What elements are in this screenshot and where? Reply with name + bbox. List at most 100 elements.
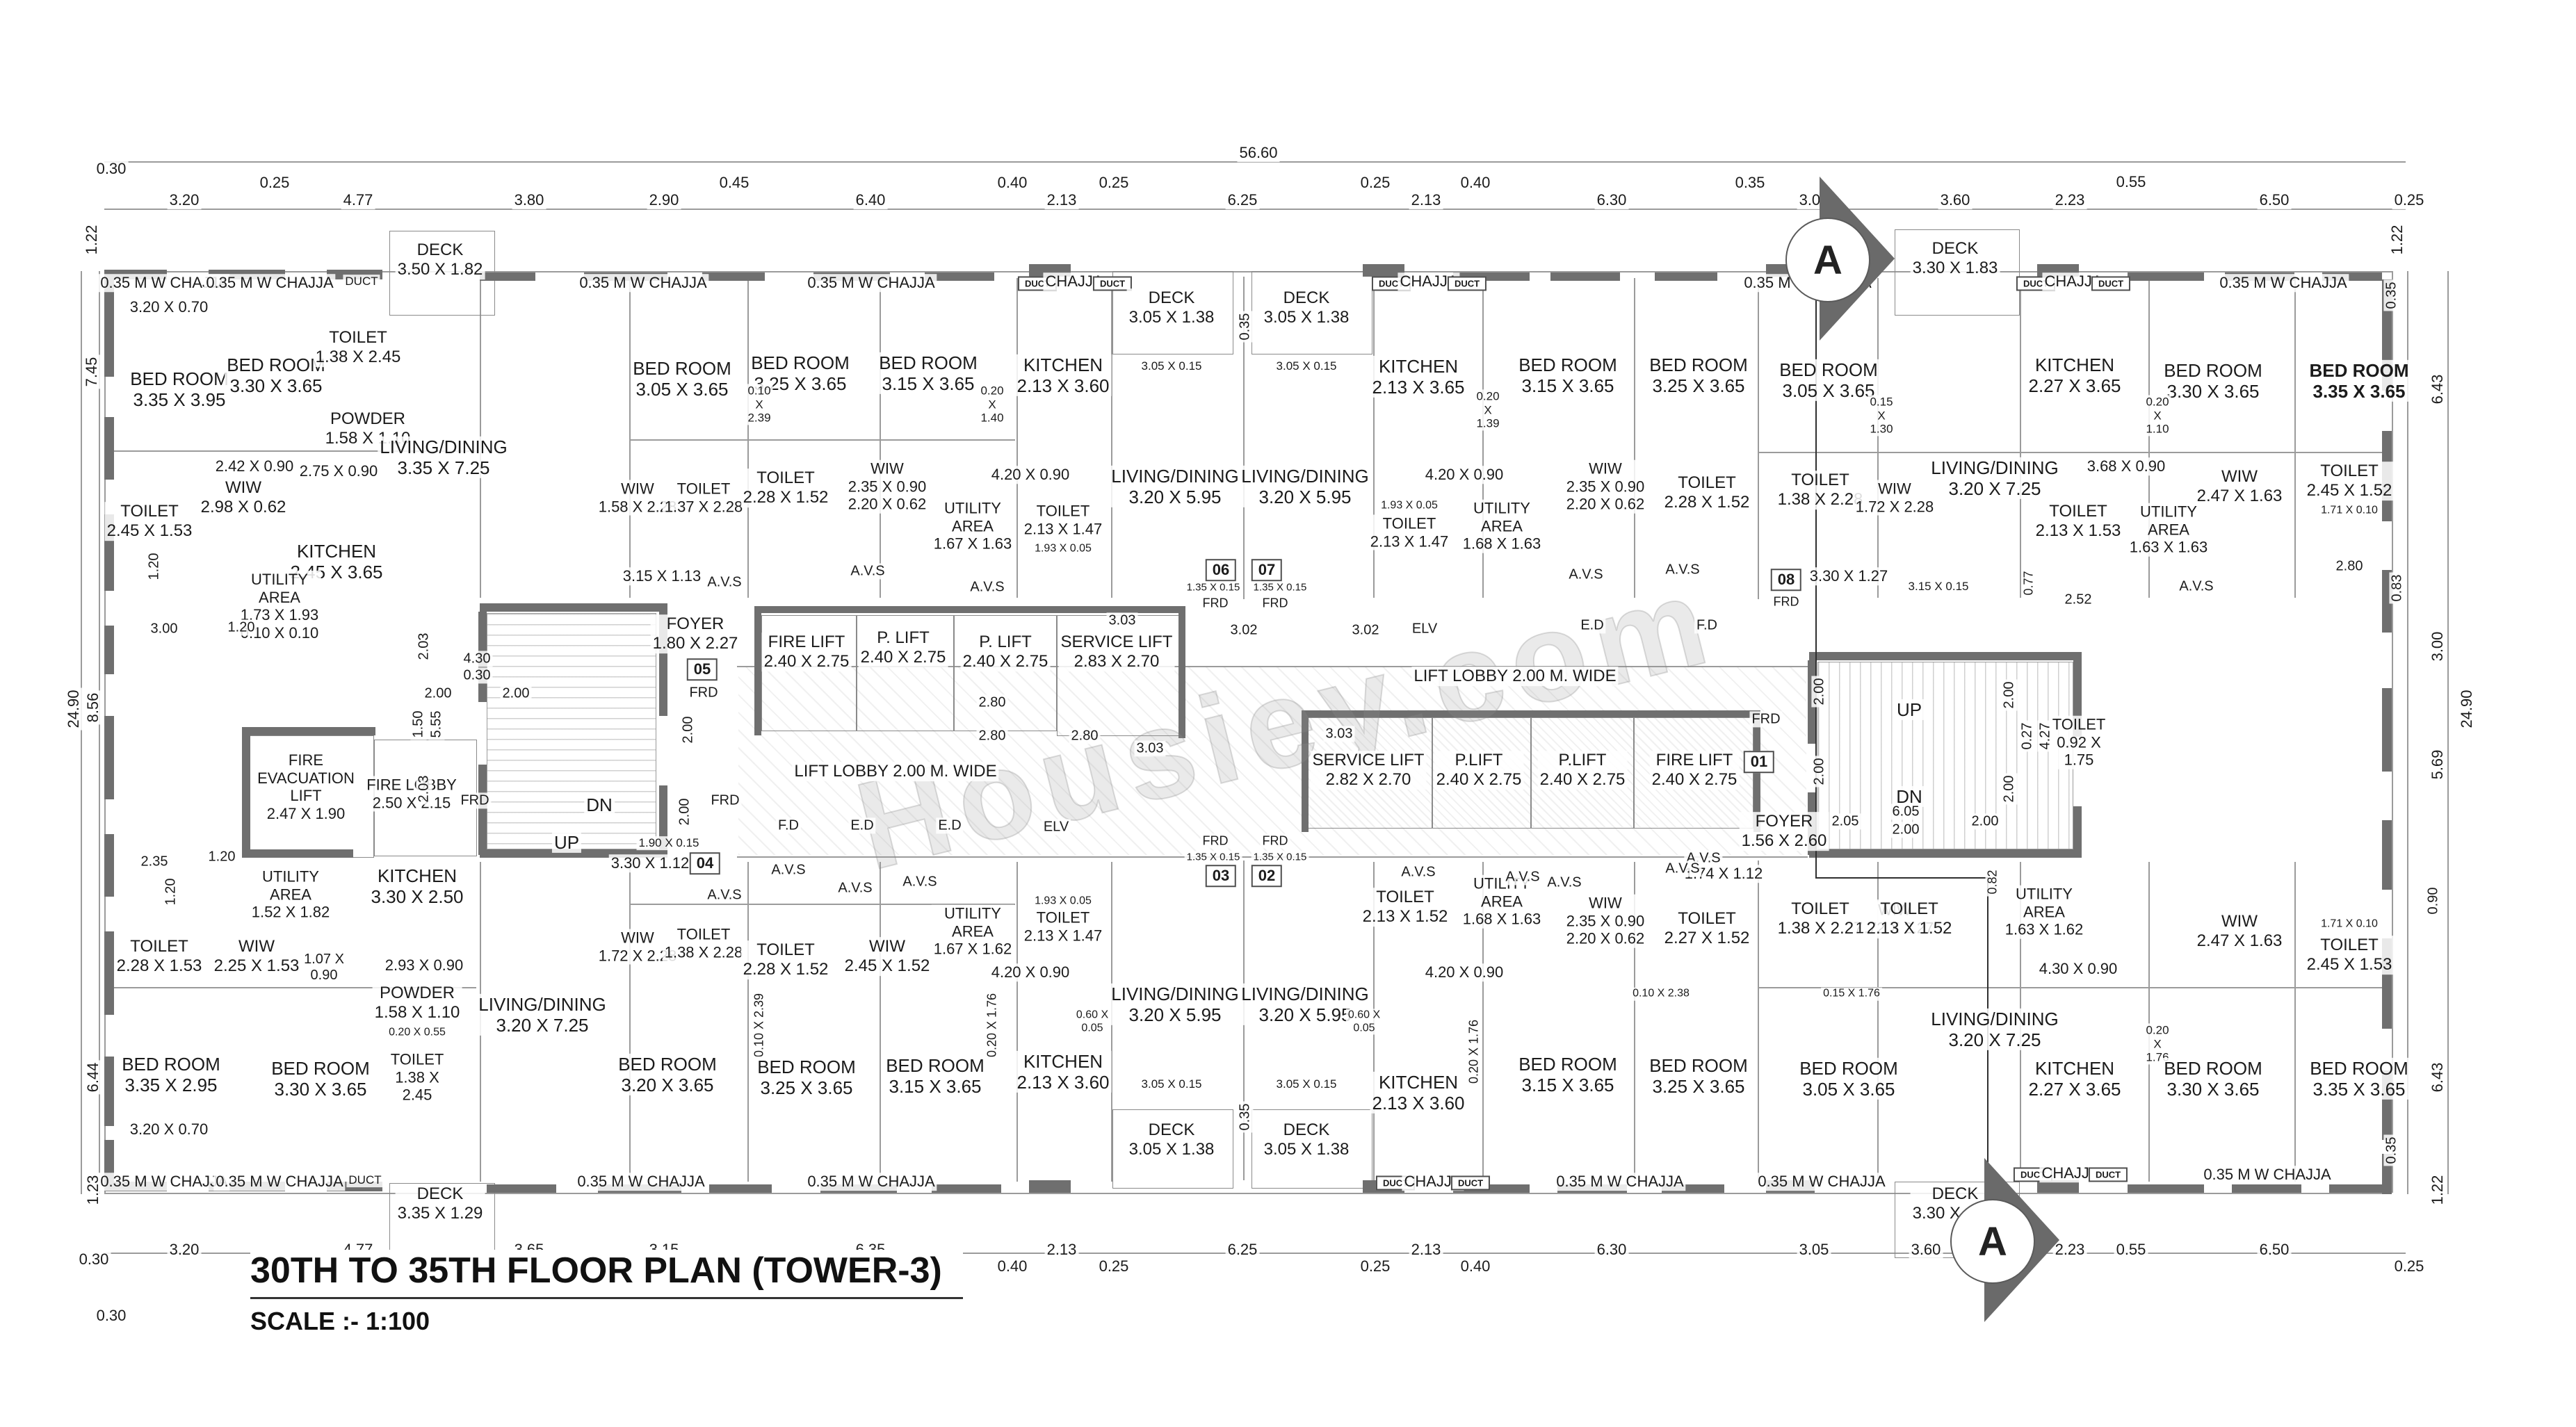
dimension-label: 0.20 X 1.39 [1474, 389, 1502, 431]
plan-line [2392, 271, 2393, 1193]
unit-number-label: DUCT [2091, 276, 2131, 291]
dimension-label: 1.22 [83, 222, 101, 257]
wall-segment [480, 272, 535, 281]
dimension-label: 1.35 X 0.15 [1184, 581, 1242, 594]
dimension-label: E.D [848, 817, 876, 834]
unit-number-label: 03 [1205, 865, 1237, 887]
plan-line [629, 904, 1015, 905]
wall-segment [104, 1057, 114, 1126]
plan-line [1016, 862, 1018, 1182]
dimension-label: 2.13 [1409, 191, 1443, 209]
room-label: 0.35 M W CHAJJA [805, 274, 937, 292]
room-label: BED ROOM 3.35 X 3.65 [2307, 359, 2411, 402]
wall-segment [242, 849, 353, 858]
plan-line [629, 439, 1015, 441]
plan-line [1758, 278, 1759, 599]
dimension-label: 2.03 [416, 630, 432, 662]
dimension-label: 4.30 [461, 651, 493, 667]
dimension-label: 0.30 [461, 667, 493, 684]
room-label: BED ROOM 3.25 X 3.65 [755, 1056, 858, 1099]
room-label: DECK 3.30 X 1.83 [1910, 239, 2000, 278]
room-label: TOILET 2.13 X 1.53 [2033, 502, 2123, 541]
unit-number-label: 04 [689, 852, 721, 874]
unit-number-label: DUCT [2088, 1167, 2128, 1182]
dimension-label: 0.10 X 2.39 [752, 990, 767, 1060]
plan-line [104, 271, 2392, 272]
section-line [1815, 877, 1987, 879]
wall-segment [104, 279, 114, 377]
dimension-label: 0.20 X 1.76 [985, 990, 1000, 1060]
plan-line [1758, 861, 1759, 1182]
dimension-label: 0.55 [2114, 1241, 2148, 1259]
dimension-label: 5.69 [2429, 747, 2447, 782]
dimension-label: 6.40 [853, 191, 888, 209]
plan-line [2148, 278, 2150, 598]
room-label: WIW 1.72 X 2.28 [596, 929, 679, 965]
dimension-label: 0.27 [2019, 720, 2036, 752]
dimension-label: 0.60 X 0.05 [1074, 1009, 1111, 1035]
dimension-label: 1.20 [206, 849, 238, 865]
dimension-label: 0.60 X 0.05 [1345, 1009, 1383, 1035]
room-label: TOILET 0.92 X 1.75 [2050, 715, 2108, 769]
dimension-label: E.D [1578, 617, 1606, 634]
room-label: BED ROOM 3.15 X 3.65 [884, 1054, 987, 1098]
wall-segment [478, 765, 487, 855]
hatch-area-h [487, 613, 656, 849]
dimension-label: UP [551, 831, 582, 854]
dimension-label: 0.30 [94, 1307, 129, 1325]
wall-segment [709, 1184, 772, 1193]
dimension-label: 1.22 [2388, 222, 2406, 257]
plan-line [1482, 862, 1484, 1182]
wall-segment [242, 735, 250, 854]
plan-box [1112, 271, 1233, 354]
plan-line [1243, 277, 1245, 599]
room-label: 0.35 M W CHAJJA [1756, 1173, 1888, 1191]
room-label: FRD [1749, 711, 1783, 728]
plan-box [761, 615, 857, 731]
room-label: 0.35 M W CHAJJA [577, 274, 709, 292]
dimension-label: 2.75 X 0.90 [297, 462, 380, 480]
dimension-label: DN [1894, 785, 1925, 808]
dimension-label: 0.10 X 2.38 [1630, 987, 1692, 1001]
hatch-area-d [738, 667, 1806, 855]
dimension-label: A.V.S [1663, 861, 1702, 877]
unit-number-label: 01 [1743, 751, 1775, 773]
room-label: 0.35 M W CHAJJA [2217, 274, 2349, 292]
room-label: ELV [1041, 819, 1071, 835]
wall-segment [104, 417, 114, 480]
dimension-label: 3.05 [1797, 1241, 1831, 1259]
room-label: TOILET 2.28 X 1.52 [1662, 473, 1752, 512]
plan-line [99, 271, 100, 1194]
plan-box [1251, 1109, 1372, 1189]
dimension-label: 6.50 [2257, 191, 2292, 209]
dimension-label: 0.15 X 1.76 [1821, 987, 1882, 1001]
room-label: KITCHEN 2.13 X 3.60 [1014, 1050, 1112, 1093]
dimension-label: 0.90 [2425, 885, 2442, 917]
wall-segment [1363, 264, 1404, 277]
wall-segment [480, 603, 667, 612]
unit-number-label: 07 [1251, 559, 1283, 581]
dimension-label: 3.00 [2429, 629, 2447, 664]
room-label: FRD [708, 792, 742, 809]
dimension-label: A.V.S [968, 579, 1007, 596]
room-label: TOILET 2.45 X 1.53 [104, 502, 195, 541]
room-label: FRD [687, 685, 720, 701]
room-label: FRD [1260, 596, 1290, 611]
dimension-label: 0.40 [995, 174, 1030, 192]
room-label: BED ROOM 3.35 X 3.95 [128, 368, 231, 411]
wall-segment [2329, 1184, 2382, 1193]
dimension-label: 0.20 X 0.55 [387, 1026, 448, 1040]
room-label: TOILET 2.28 X 1.53 [114, 937, 204, 976]
dimension-label: 0.45 [717, 174, 752, 192]
dimension-label: 0.25 [2392, 1257, 2427, 1275]
dimension-label: 0.35 [2383, 1134, 2400, 1166]
dimension-label: 1.71 X 0.10 [2319, 504, 2380, 518]
room-label: DECK 3.05 X 1.38 [1261, 1120, 1352, 1159]
dimension-label: 3.15 X 1.13 [620, 567, 704, 585]
dimension-label: A.V.S [769, 862, 808, 879]
unit-number-label: 02 [1251, 865, 1283, 887]
plan-line [1877, 278, 1879, 598]
dimension-label: 3.60 [1909, 1241, 1943, 1259]
unit-number-label: DUCT [1450, 1175, 1491, 1191]
dimension-label: 1.35 X 0.15 [1251, 581, 1309, 594]
